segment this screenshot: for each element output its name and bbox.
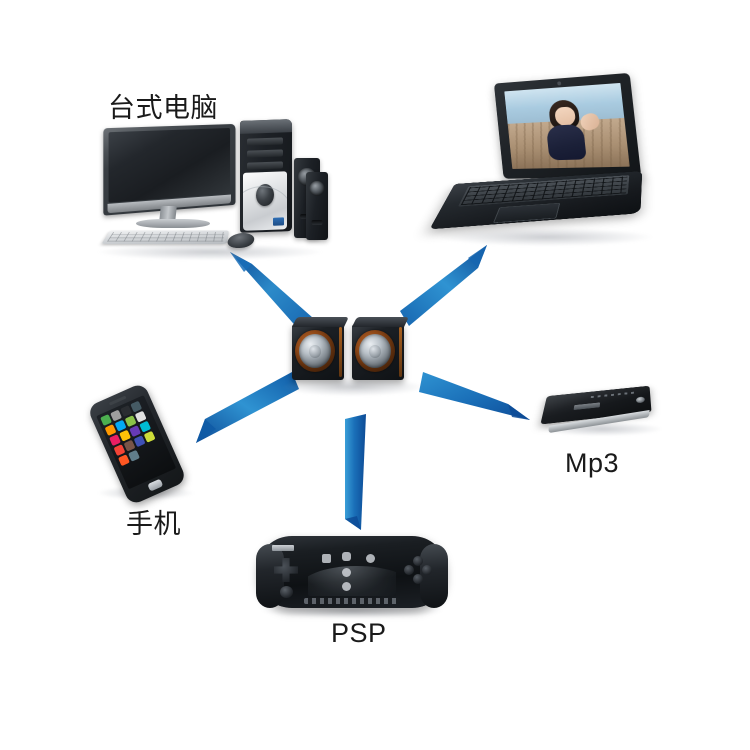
label-phone: 手机 — [126, 509, 181, 540]
phone-screen — [96, 395, 177, 490]
arrow-to-phone — [196, 372, 299, 443]
label-mp3: Mp3 — [565, 448, 620, 478]
keyboard — [101, 230, 229, 244]
cube-speaker-right — [352, 317, 409, 380]
sony-logo — [272, 545, 294, 551]
touchpad — [492, 202, 561, 224]
cube-speaker-pair — [282, 316, 424, 396]
phone-body — [86, 382, 188, 506]
arrow-to-laptop — [400, 245, 487, 326]
mp3-player-icon — [540, 374, 664, 444]
desktop-computer-icon — [92, 119, 332, 260]
label-psp: PSP — [331, 618, 387, 648]
action-buttons[interactable] — [404, 556, 432, 584]
pc-tower — [240, 119, 292, 233]
handheld-console-icon — [256, 532, 448, 618]
label-desktop: 台式电脑 — [108, 93, 218, 124]
laptop-icon — [429, 72, 660, 253]
arrow-to-desktop — [230, 252, 313, 331]
laptop-screen — [504, 82, 630, 169]
arrow-to-psp — [345, 414, 366, 530]
smartphone-icon — [86, 382, 194, 506]
cube-speaker-left — [292, 317, 349, 380]
laptop-base — [429, 171, 643, 230]
psp-body — [256, 536, 448, 608]
laptop-keyboard — [457, 175, 630, 207]
webcam-icon — [557, 81, 562, 86]
analog-stick[interactable] — [280, 586, 293, 598]
psp-screen — [308, 546, 396, 596]
home-button[interactable] — [147, 478, 164, 492]
laptop-lid — [493, 72, 642, 179]
monitor — [103, 123, 236, 216]
arrow-to-mp3 — [419, 372, 530, 420]
tower-speaker-right — [306, 172, 328, 240]
